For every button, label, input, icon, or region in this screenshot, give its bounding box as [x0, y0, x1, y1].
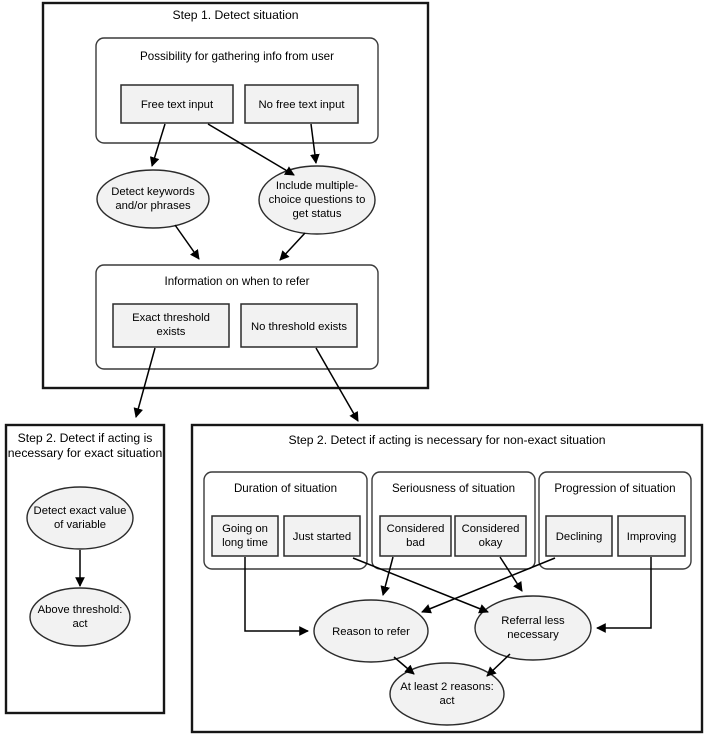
- step2-exact-panel: Step 2. Detect if acting is necessary fo…: [4, 423, 166, 715]
- improving-box-rect[interactable]: [617, 515, 686, 557]
- step2-nonexact-panel: Step 2. Detect if acting is necessary fo…: [190, 423, 704, 734]
- referral-less-label-line1: Referral less: [501, 615, 565, 627]
- seriousness-group-title: Seriousness of situation: [392, 482, 515, 495]
- going-on-long-time-box-rect[interactable]: [211, 515, 279, 557]
- considered-bad-box[interactable]: Considered bad: [379, 515, 452, 557]
- detect-keywords-node[interactable]: Detect keywords and/or phrases: [96, 169, 210, 229]
- no-free-text-input-box[interactable]: No free text input: [244, 84, 359, 124]
- no-free-text-input-label: No free text input: [258, 99, 345, 111]
- duration-group-title: Duration of situation: [234, 482, 337, 495]
- detect-keywords-ellipse[interactable]: [96, 169, 210, 229]
- free-text-input-box[interactable]: Free text input: [120, 84, 234, 124]
- considered-okay-label-line1: Considered: [462, 523, 520, 535]
- edge-considered-bad-to-reason: [380, 556, 394, 596]
- at-least-two-reasons-node[interactable]: At least 2 reasons: act: [389, 662, 505, 726]
- detect-exact-value-ellipse[interactable]: [26, 486, 134, 550]
- duration-group: Duration of situation Going on long time…: [203, 471, 368, 570]
- considered-okay-box-rect[interactable]: [454, 515, 527, 557]
- reason-to-refer-node[interactable]: Reason to refer: [313, 599, 429, 663]
- exact-threshold-label-line1: Exact threshold: [132, 312, 210, 324]
- edge-no-threshold-to-step2-nonexact: [315, 347, 359, 422]
- edge-nofreetext-to-include-mc: [310, 123, 320, 164]
- step1-title: Step 1. Detect situation: [172, 8, 298, 22]
- include-mc-label-line3: get status: [293, 208, 342, 220]
- improving-label: Improving: [627, 531, 677, 543]
- just-started-box-rect[interactable]: [283, 515, 361, 557]
- referral-less-necessary-node[interactable]: Referral less necessary: [474, 595, 592, 661]
- declining-label: Declining: [556, 531, 602, 543]
- detect-keywords-label-line2: and/or phrases: [115, 200, 191, 212]
- referral-less-label-line2: necessary: [507, 629, 559, 641]
- going-on-long-time-label-line1: Going on: [222, 523, 268, 535]
- detect-exact-value-node[interactable]: Detect exact value of variable: [26, 486, 134, 550]
- information-group: Information on when to refer Exact thres…: [95, 264, 379, 370]
- just-started-box[interactable]: Just started: [283, 515, 361, 557]
- detect-keywords-label-line1: Detect keywords: [111, 186, 195, 198]
- detect-exact-value-label-line2: of variable: [54, 519, 106, 531]
- possibility-group: Possibility for gathering info from user…: [95, 37, 379, 144]
- above-threshold-label-line1: Above threshold:: [38, 604, 123, 616]
- declining-box-rect[interactable]: [545, 515, 613, 557]
- no-threshold-box-rect[interactable]: [240, 303, 358, 348]
- at-least-two-reasons-ellipse[interactable]: [389, 662, 505, 726]
- above-threshold-node[interactable]: Above threshold: act: [29, 587, 131, 647]
- reason-to-refer-label: Reason to refer: [332, 626, 410, 638]
- no-threshold-box[interactable]: No threshold exists: [240, 303, 358, 348]
- include-multiple-choice-node[interactable]: Include multiple- choice questions to ge…: [258, 165, 376, 235]
- edge-just-started-to-referral-less: [352, 557, 489, 614]
- include-mc-label-line2: choice questions to: [269, 194, 366, 206]
- edge-considered-okay-to-referral-less: [499, 556, 523, 592]
- include-multiple-choice-ellipse[interactable]: [258, 165, 376, 235]
- edge-going-on-long-to-reason: [244, 557, 309, 636]
- edge-keywords-to-information: [174, 224, 200, 260]
- at-least-two-label-line2: act: [439, 695, 455, 707]
- at-least-two-label-line1: At least 2 reasons:: [400, 681, 494, 693]
- going-on-long-time-box[interactable]: Going on long time: [211, 515, 279, 557]
- reason-to-refer-ellipse[interactable]: [313, 599, 429, 663]
- progression-group: Progression of situation Declining Impro…: [538, 471, 692, 570]
- step2-exact-panel-border: [4, 423, 166, 715]
- considered-okay-label-line2: okay: [479, 537, 503, 549]
- detect-exact-value-label-line1: Detect exact value: [34, 505, 127, 517]
- just-started-label: Just started: [293, 531, 351, 543]
- going-on-long-time-label-line2: long time: [222, 537, 268, 549]
- considered-bad-label-line1: Considered: [387, 523, 445, 535]
- step2-nonexact-title: Step 2. Detect if acting is necessary fo…: [288, 433, 605, 447]
- considered-bad-box-rect[interactable]: [379, 515, 452, 557]
- exact-threshold-box[interactable]: Exact threshold exists: [112, 303, 230, 348]
- step2-exact-title-line2: necessary for exact situation: [8, 446, 162, 460]
- step1-edges: [149, 123, 320, 261]
- include-mc-label-line1: Include multiple-: [276, 180, 358, 192]
- exact-threshold-box-rect[interactable]: [112, 303, 230, 348]
- step2-exact-title-line1: Step 2. Detect if acting is: [18, 431, 153, 445]
- edge-improving-to-referral-less: [596, 557, 652, 633]
- possibility-group-title: Possibility for gathering info from user: [140, 50, 334, 63]
- free-text-input-label: Free text input: [141, 99, 214, 111]
- information-group-title: Information on when to refer: [164, 275, 309, 288]
- seriousness-group: Seriousness of situation Considered bad …: [371, 471, 536, 570]
- step1-to-step2-edges: [133, 347, 359, 422]
- free-text-input-box-rect[interactable]: [120, 84, 234, 124]
- edge-declining-to-reason: [421, 557, 556, 614]
- considered-okay-box[interactable]: Considered okay: [454, 515, 527, 557]
- no-threshold-label: No threshold exists: [251, 321, 347, 333]
- step2-nonexact-edges: [244, 556, 652, 677]
- edge-include-mc-to-information: [279, 232, 306, 261]
- above-threshold-label-line2: act: [72, 618, 88, 630]
- considered-bad-label-line2: bad: [406, 537, 425, 549]
- improving-box[interactable]: Improving: [617, 515, 686, 557]
- progression-group-title: Progression of situation: [554, 482, 675, 495]
- no-free-text-input-box-rect[interactable]: [244, 84, 359, 124]
- edge-freetext-to-keywords: [149, 123, 166, 167]
- edge-freetext-to-include-mc: [207, 123, 295, 176]
- above-threshold-ellipse[interactable]: [29, 587, 131, 647]
- referral-less-necessary-ellipse[interactable]: [474, 595, 592, 661]
- edge-referral-less-to-at-least-two: [486, 653, 511, 677]
- edge-exact-threshold-to-step2-exact: [133, 347, 156, 418]
- exact-threshold-label-line2: exists: [157, 326, 186, 338]
- declining-box[interactable]: Declining: [545, 515, 613, 557]
- edge-reason-to-at-least-two: [393, 656, 415, 675]
